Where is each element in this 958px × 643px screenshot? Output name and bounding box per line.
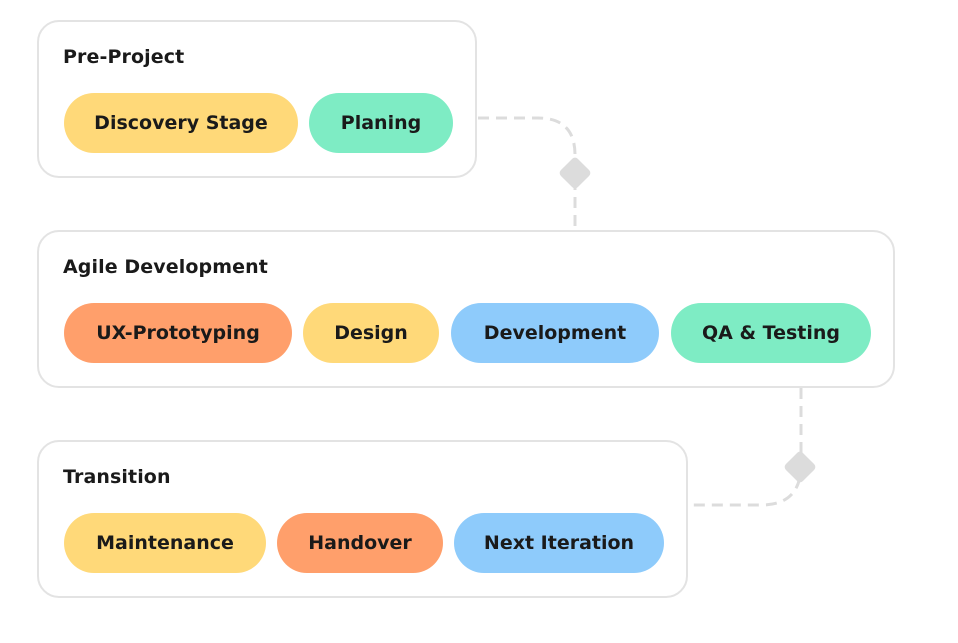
pill-design[interactable]: Design bbox=[303, 303, 439, 363]
stage-pre-project: Pre-Project Discovery Stage Planing bbox=[37, 20, 477, 178]
stage-agile-development: Agile Development UX-Prototyping Design … bbox=[37, 230, 895, 388]
pill-handover[interactable]: Handover bbox=[277, 513, 443, 573]
stage-title: Transition bbox=[63, 466, 171, 488]
pill-discovery-stage[interactable]: Discovery Stage bbox=[64, 93, 298, 153]
stage-title: Agile Development bbox=[63, 256, 268, 278]
pill-next-iteration[interactable]: Next Iteration bbox=[454, 513, 664, 573]
stage-title: Pre-Project bbox=[63, 46, 185, 68]
pill-development[interactable]: Development bbox=[451, 303, 659, 363]
pill-maintenance[interactable]: Maintenance bbox=[64, 513, 266, 573]
pill-ux-prototyping[interactable]: UX-Prototyping bbox=[64, 303, 292, 363]
stage-transition: Transition Maintenance Handover Next Ite… bbox=[37, 440, 688, 598]
connector-diamond-icon bbox=[784, 451, 816, 483]
connector-preproject-to-agile bbox=[478, 116, 577, 232]
pill-qa-testing[interactable]: QA & Testing bbox=[671, 303, 871, 363]
connector-diamond-icon bbox=[559, 157, 591, 189]
pill-planing[interactable]: Planing bbox=[309, 93, 453, 153]
connector-agile-to-transition bbox=[688, 388, 803, 507]
